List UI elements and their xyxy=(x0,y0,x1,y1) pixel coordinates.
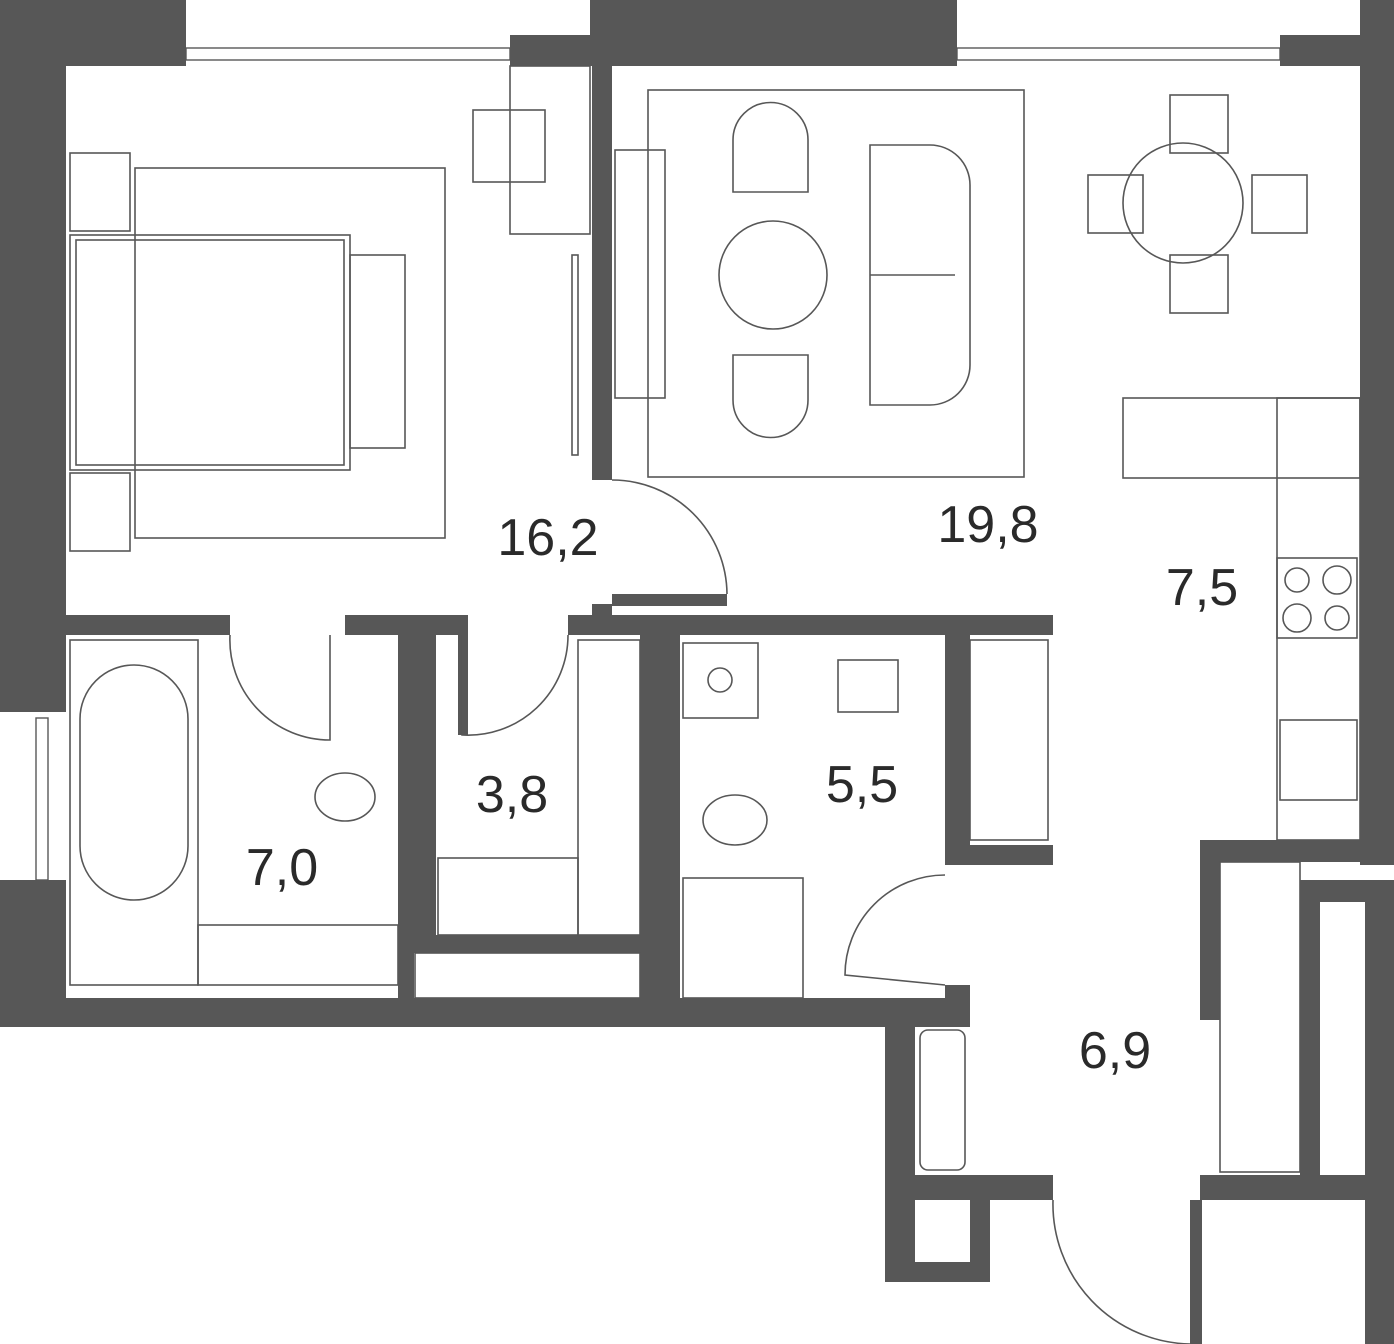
area-hallway: 6,9 xyxy=(1079,1022,1151,1080)
sofa xyxy=(869,144,971,406)
area-living-room: 19,8 xyxy=(937,496,1038,554)
wardrobe-rack xyxy=(577,639,641,936)
windows xyxy=(35,47,1281,881)
tv xyxy=(571,254,579,456)
furniture xyxy=(69,65,1361,1173)
living-rug xyxy=(647,89,1025,478)
bathtub xyxy=(69,639,199,986)
kitchen-counter xyxy=(1122,397,1361,479)
bench xyxy=(919,1029,966,1171)
armchair xyxy=(732,354,809,439)
area-bathroom: 7,0 xyxy=(246,839,318,897)
dining-table xyxy=(1122,142,1244,264)
doors xyxy=(229,479,1191,1344)
bedroom-rug xyxy=(134,167,446,539)
desk xyxy=(509,65,591,235)
nightstand xyxy=(69,472,131,552)
toilet xyxy=(702,794,768,846)
tv-unit xyxy=(614,149,666,399)
coffee-table xyxy=(718,220,828,330)
utility-cabinet xyxy=(969,639,1049,841)
storage xyxy=(414,952,641,999)
bed xyxy=(69,234,351,471)
area-kitchen: 7,5 xyxy=(1166,559,1238,617)
washer xyxy=(682,642,759,719)
shelf xyxy=(437,857,579,936)
cooktop xyxy=(1276,557,1358,639)
shower xyxy=(682,877,804,999)
area-shower-room: 5,5 xyxy=(826,756,898,814)
hall-wardrobe xyxy=(1219,861,1301,1173)
armchair xyxy=(732,101,809,193)
area-wardrobe: 3,8 xyxy=(476,766,548,824)
room-labels: 16,2 19,8 7,5 7,0 3,8 5,5 6,9 xyxy=(246,496,1238,1080)
area-bedroom: 16,2 xyxy=(497,509,598,567)
toilet xyxy=(314,772,376,822)
sink xyxy=(1279,719,1358,801)
chair xyxy=(472,109,546,183)
washbasin xyxy=(837,659,899,713)
nightstand xyxy=(69,152,131,232)
